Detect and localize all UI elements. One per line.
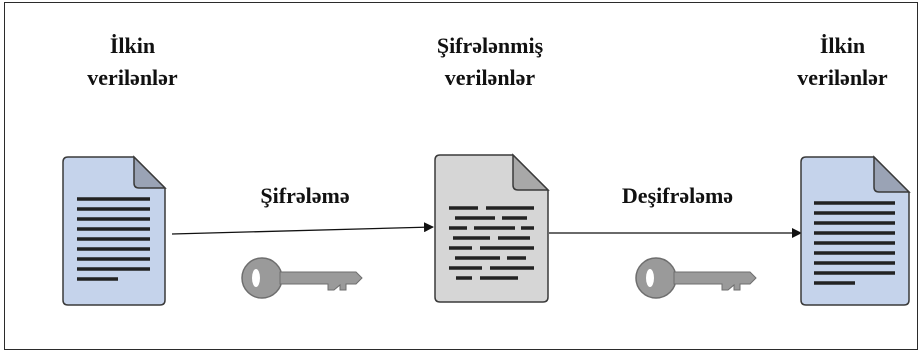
encrypt-arrow-label: Şifrələmə xyxy=(260,183,350,208)
decrypt-arrow-label: Deşifrələmə xyxy=(621,183,734,208)
result-document-icon xyxy=(800,155,911,306)
result-data-label-line2: verilənlər xyxy=(797,65,888,90)
encrypted-data-label-line1: Şifrələnmiş xyxy=(436,33,544,58)
encrypted-document-icon xyxy=(434,153,550,303)
source-document-icon xyxy=(62,155,167,306)
encrypted-data-label-line2: verilənlər xyxy=(444,65,536,90)
encrypted-data-label: Şifrələnmiş verilənlər xyxy=(405,30,575,94)
encrypt-arrow xyxy=(171,222,434,235)
source-data-label: İlkin verilənlər xyxy=(60,30,205,94)
result-data-label: İlkin verilənlər xyxy=(770,30,915,94)
source-data-label-line1: İlkin xyxy=(109,33,156,58)
source-data-label-line2: verilənlər xyxy=(87,65,178,90)
encryption-key-icon xyxy=(241,257,363,299)
decryption-key-icon xyxy=(635,257,757,299)
result-data-label-line1: İlkin xyxy=(819,33,866,58)
